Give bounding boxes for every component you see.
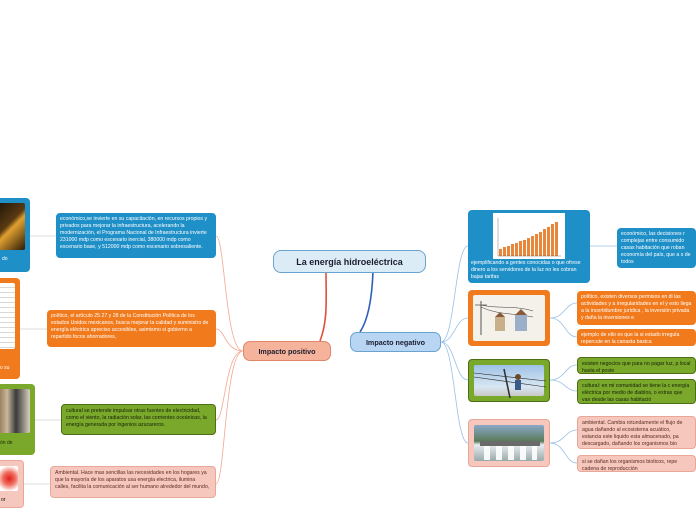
- wiring-photo: [473, 295, 545, 341]
- image-node-wiring[interactable]: [468, 290, 550, 346]
- dam-icon: [480, 441, 540, 460]
- node-cultural-positive[interactable]: cultural se pretende impulsar otras fuen…: [61, 404, 216, 435]
- image-node-chart[interactable]: ejemplificando a gentes conocidas o que …: [468, 210, 590, 283]
- cut-caption-1: do: [2, 256, 8, 262]
- central-topic[interactable]: La energía hidroeléctrica: [273, 250, 426, 273]
- image-node-document: o su: [0, 278, 20, 379]
- node-political-positive[interactable]: político, el artículo 25 27 y 28 de la C…: [47, 310, 216, 347]
- chart-caption: ejemplificando a gentes conocidas o que …: [471, 260, 581, 281]
- image-node-appliance: or: [0, 460, 24, 508]
- night-city-photo: [0, 203, 25, 250]
- branch-impacto-positivo[interactable]: Impacto positivo: [243, 341, 331, 361]
- node-political-negative-1[interactable]: político, existen diversos permisos en d…: [577, 291, 696, 325]
- node-economic-negative[interactable]: económico, las decisiones r complejas en…: [617, 228, 696, 268]
- node-cultural-negative-1[interactable]: existen negocios que para no pagar luz, …: [577, 357, 696, 374]
- wiring-sketch-icon: [475, 301, 534, 335]
- electrician-photo: [473, 365, 547, 399]
- node-economic-positive[interactable]: económico,se invierte en su capacitación…: [56, 213, 216, 258]
- image-node-dam[interactable]: [468, 419, 550, 467]
- node-environmental-negative-1[interactable]: ambiental. Cambia rotundamente el flujo …: [577, 416, 696, 449]
- bar-chart-thumbnail: [493, 213, 565, 259]
- node-environmental-positive[interactable]: Ambiental. Hace mas sencillas las necesi…: [50, 466, 216, 498]
- cut-caption-3: ón de: [0, 440, 13, 446]
- power-line-icon: [473, 368, 547, 399]
- node-political-negative-2[interactable]: ejemplo de ello es que la si estado irre…: [577, 329, 696, 346]
- branch-impacto-negativo[interactable]: Impacto negativo: [350, 332, 441, 352]
- cut-caption-4: or: [1, 497, 6, 503]
- document-photo: [0, 283, 15, 349]
- image-node-night-city: do: [0, 198, 30, 272]
- appliance-photo: [0, 466, 18, 491]
- cut-caption-2: o su: [0, 365, 10, 371]
- node-environmental-negative-2[interactable]: si se dañan los organismos bioticos, rep…: [577, 455, 696, 472]
- people-photo: [0, 389, 30, 433]
- dam-photo: [474, 425, 544, 461]
- image-node-people: ón de: [0, 384, 35, 455]
- node-cultural-negative-2[interactable]: cultural: en mi comunidad se tiene la c …: [577, 379, 696, 404]
- image-node-electrician[interactable]: [468, 359, 550, 402]
